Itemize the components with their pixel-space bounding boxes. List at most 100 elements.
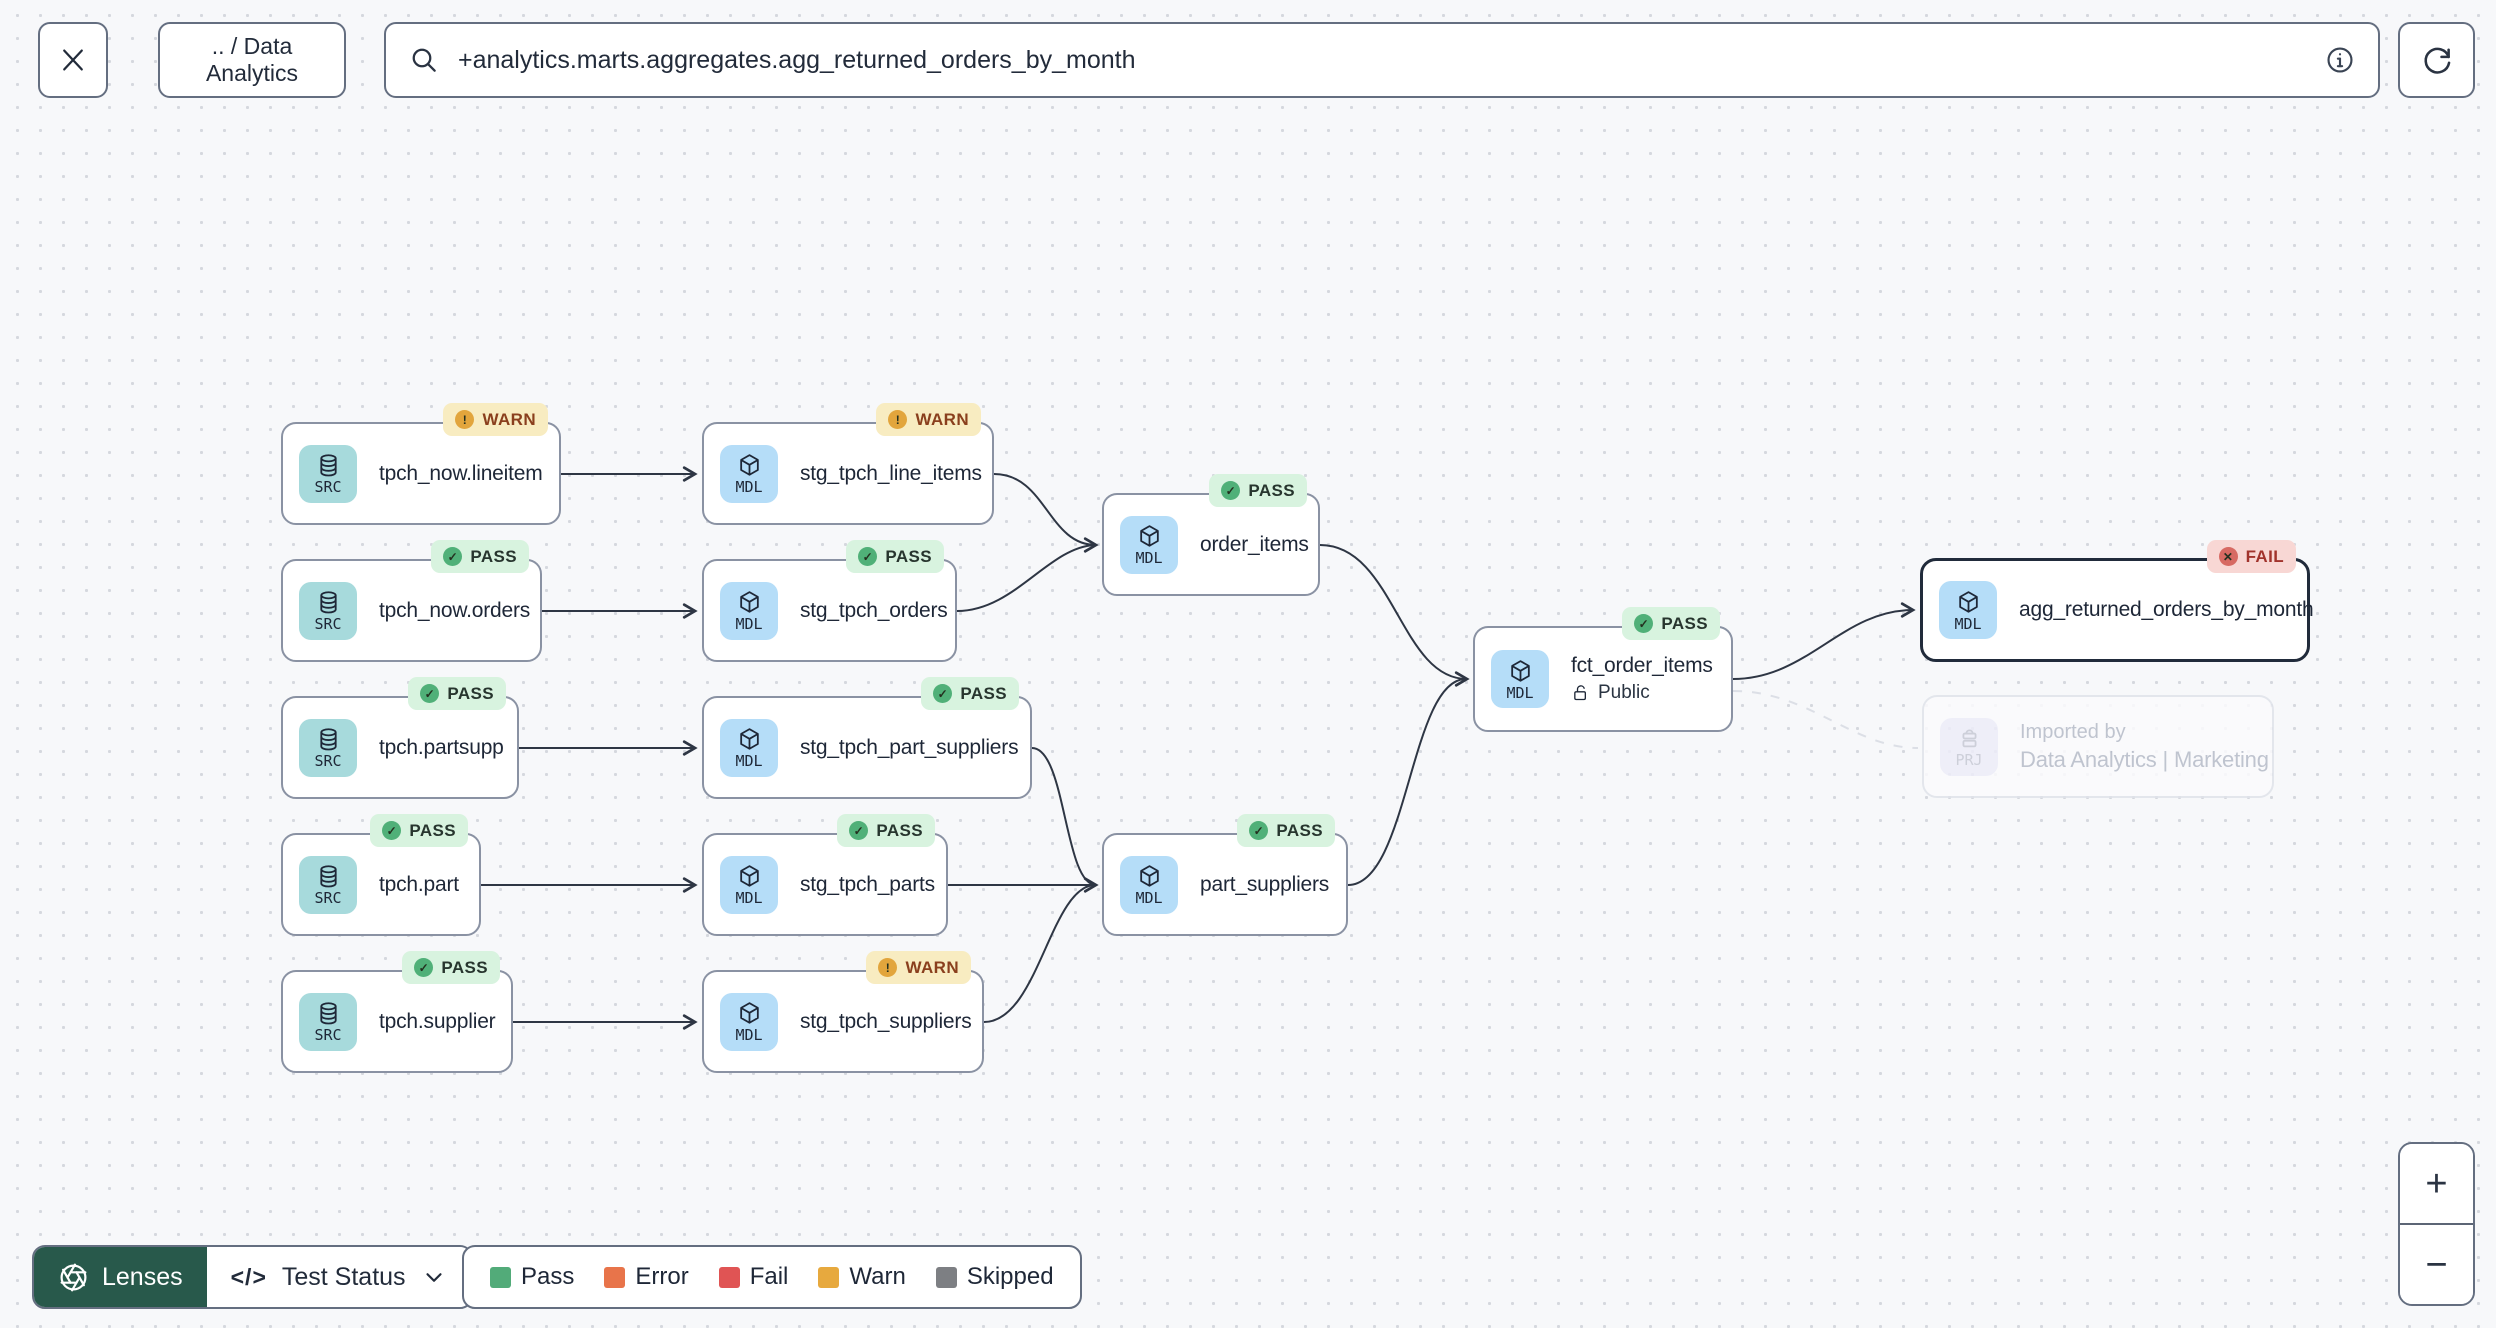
mdl-kind-icon: MDL bbox=[720, 718, 778, 777]
mdl-kind-icon: MDL bbox=[720, 855, 778, 914]
status-label: WARN bbox=[915, 409, 969, 429]
node-label: stg_tpch_suppliers bbox=[800, 1009, 972, 1033]
divider bbox=[2400, 1223, 2473, 1225]
legend-swatch bbox=[604, 1266, 626, 1288]
status-label: PASS bbox=[409, 820, 456, 840]
kind-label: SRC bbox=[314, 889, 342, 907]
test-status-badge: ✓ PASS bbox=[408, 677, 506, 710]
graph-node-tpch_supplier[interactable]: ✓PASS SRC tpch.supplier bbox=[281, 951, 513, 1073]
node-label: tpch.part bbox=[379, 872, 459, 896]
prj-kind-icon: PRJ bbox=[1940, 717, 1998, 776]
status-icon: ! bbox=[878, 958, 898, 977]
kind-label: SRC bbox=[314, 1026, 342, 1044]
graph-node-tpch_partsupp[interactable]: ✓ PASS SRC tpch.partsupp bbox=[281, 677, 519, 799]
mdl-kind-icon: MDL bbox=[1120, 855, 1178, 914]
status-label: WARN bbox=[482, 409, 536, 429]
edge bbox=[1732, 602, 1916, 680]
graph-node-tpch_now_orders[interactable]: ✓PASS SRC tpch_now.orders bbox=[281, 540, 542, 662]
legend-swatch bbox=[718, 1266, 740, 1288]
status-icon: ✓ bbox=[443, 547, 463, 566]
info-icon[interactable] bbox=[2324, 44, 2356, 76]
node-label: stg_tpch_line_items bbox=[800, 461, 982, 485]
status-label: PASS bbox=[960, 683, 1007, 703]
lenses-label: Lenses bbox=[102, 1262, 183, 1291]
node-label: tpch.partsupp bbox=[379, 735, 504, 759]
status-icon: ✓ bbox=[849, 821, 869, 840]
status-icon: ✓ bbox=[382, 821, 402, 840]
graph-node-stg_tpch_orders[interactable]: ✓PASS MDL stg_tpch_orders bbox=[702, 540, 957, 662]
node-label: tpch_now.orders bbox=[379, 598, 531, 622]
test-status-badge: ✓PASS bbox=[402, 951, 500, 984]
test-status-badge: ✓PASS bbox=[846, 540, 944, 573]
legend-item-pass: Pass bbox=[490, 1263, 574, 1291]
kind-label: SRC bbox=[314, 752, 342, 770]
kind-label: MDL bbox=[735, 478, 763, 496]
edge bbox=[1347, 678, 1466, 886]
test-status-badge: ✓PASS bbox=[1209, 474, 1307, 507]
status-label: PASS bbox=[876, 820, 923, 840]
test-status-badge: ✓PASS bbox=[431, 540, 529, 573]
unlock-icon bbox=[1571, 683, 1591, 703]
src-kind-icon: SRC bbox=[299, 581, 357, 640]
legend-item-warn: Warn bbox=[818, 1263, 906, 1291]
legend-swatch bbox=[490, 1266, 511, 1288]
status-label: PASS bbox=[447, 683, 494, 703]
legend-label: Error bbox=[635, 1263, 689, 1290]
search-input[interactable] bbox=[456, 44, 2308, 76]
node-label: fct_order_items bbox=[1571, 654, 1713, 677]
status-label: WARN bbox=[905, 957, 959, 977]
status-icon: ✓ bbox=[1221, 481, 1241, 500]
search-bar[interactable] bbox=[384, 22, 2380, 98]
active-lens-label: Test Status bbox=[281, 1262, 406, 1291]
breadcrumb[interactable]: .. / Data Analytics bbox=[158, 22, 346, 98]
test-status-badge: ✓ PASS bbox=[837, 814, 935, 847]
graph-node-tpch_part[interactable]: ✓ PASS SRC tpch.part bbox=[281, 814, 481, 936]
legend-swatch bbox=[818, 1266, 840, 1288]
status-icon: ✓ bbox=[420, 684, 440, 703]
node-label: agg_returned_orders_by_month bbox=[2019, 598, 2314, 621]
node-label: tpch.supplier bbox=[379, 1009, 496, 1033]
legend-label: Warn bbox=[849, 1263, 906, 1290]
mdl-kind-icon: MDL bbox=[1491, 650, 1549, 708]
legend-label: Skipped bbox=[966, 1263, 1054, 1290]
test-status-badge: ✓PASS bbox=[1622, 607, 1720, 640]
src-kind-icon: SRC bbox=[299, 718, 357, 777]
src-kind-icon: SRC bbox=[299, 444, 357, 503]
search-icon bbox=[408, 44, 440, 76]
legend-item-fail: Fail bbox=[718, 1263, 789, 1291]
legend-swatch bbox=[935, 1266, 957, 1288]
code-icon: </> bbox=[230, 1263, 267, 1290]
status-icon: ✕ bbox=[2218, 547, 2238, 566]
status-icon: ✓ bbox=[858, 547, 878, 566]
lens-selector[interactable]: </> Test Status bbox=[206, 1247, 471, 1307]
mdl-kind-icon: MDL bbox=[720, 444, 778, 503]
zoom-out-button[interactable]: − bbox=[2400, 1225, 2473, 1304]
edge bbox=[1319, 544, 1470, 687]
chevron-down-icon bbox=[421, 1264, 447, 1290]
lenses-button[interactable]: Lenses bbox=[34, 1247, 207, 1307]
kind-label: MDL bbox=[735, 889, 763, 907]
refresh-icon bbox=[2420, 43, 2454, 77]
status-icon: ✓ bbox=[1249, 821, 1269, 840]
mdl-kind-icon: MDL bbox=[720, 581, 778, 640]
node-label: stg_tpch_orders bbox=[800, 598, 948, 622]
kind-label: MDL bbox=[735, 752, 763, 770]
zoom-in-button[interactable]: + bbox=[2400, 1144, 2473, 1223]
refresh-button[interactable] bbox=[2398, 22, 2475, 98]
legend-item-skipped: Skipped bbox=[935, 1263, 1054, 1291]
close-button[interactable] bbox=[38, 22, 108, 98]
legend-label: Fail bbox=[749, 1263, 789, 1290]
status-icon: ✓ bbox=[414, 958, 434, 977]
kind-label: MDL bbox=[1954, 614, 1982, 633]
